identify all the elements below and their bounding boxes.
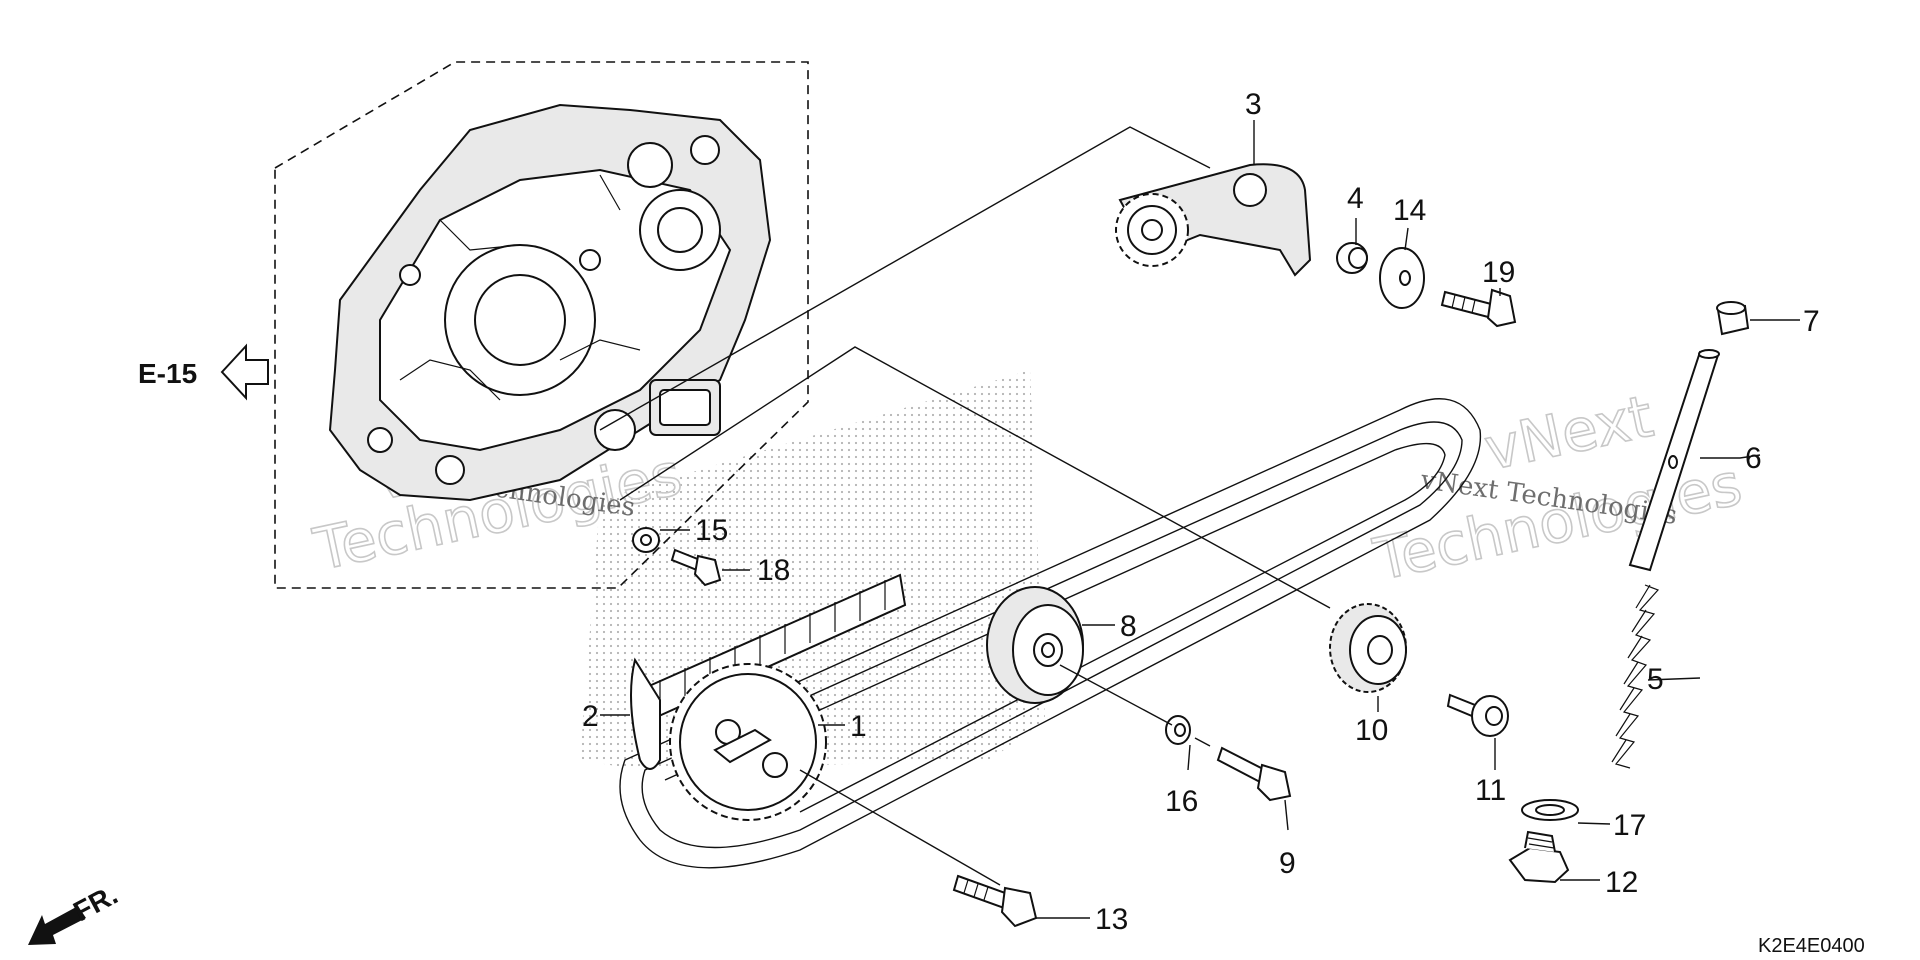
callout-11: 11	[1475, 774, 1506, 807]
washer-15	[632, 527, 660, 553]
callout-19: 19	[1482, 256, 1515, 289]
cap-7	[1716, 301, 1750, 336]
callout-1: 1	[850, 710, 867, 743]
callout-10: 10	[1355, 714, 1388, 747]
watermark-big-3: vNext	[1479, 382, 1659, 484]
washer-14	[1379, 247, 1425, 309]
front-direction-marker: FR.	[28, 879, 123, 945]
front-arrow-icon	[28, 906, 86, 945]
callout-3: 3	[1245, 88, 1262, 121]
bolt-11	[1446, 693, 1509, 737]
collar-16	[1165, 715, 1191, 745]
guide-roller	[986, 586, 1084, 704]
collar	[1336, 242, 1368, 274]
tensioner-arm	[1115, 163, 1312, 277]
callout-14: 14	[1393, 194, 1426, 227]
assembly-line-2	[619, 346, 1331, 609]
callout-9: 9	[1279, 847, 1296, 880]
bolt-18	[670, 548, 722, 587]
crankcase-cover	[328, 103, 772, 502]
leader-lines	[600, 120, 1800, 919]
pushrod-tube	[1628, 349, 1720, 572]
cam-sprocket	[669, 663, 827, 821]
callout-4: 4	[1347, 182, 1364, 215]
callout-17: 17	[1613, 809, 1646, 842]
callout-8: 8	[1120, 610, 1137, 643]
callout-16: 16	[1165, 785, 1198, 818]
callout-labels: 1 2 3 4 5 6 7 8 9 10 11 12 13 14 15 16 1…	[582, 88, 1820, 936]
callout-6: 6	[1745, 442, 1762, 475]
callout-12: 12	[1605, 866, 1638, 899]
bolt-13	[952, 874, 1038, 928]
callout-15: 15	[695, 514, 728, 547]
callout-2: 2	[582, 700, 599, 733]
bolt-9	[1216, 746, 1292, 802]
hollow-arrow-icon	[220, 343, 269, 401]
reference-arrow: E-15	[138, 343, 269, 401]
spring	[1611, 584, 1660, 769]
callout-7: 7	[1803, 305, 1820, 338]
cam-chain	[619, 398, 1482, 869]
tensioner-roller	[1329, 603, 1407, 693]
callout-5: 5	[1647, 663, 1664, 696]
bolt-12	[1508, 830, 1570, 884]
callout-13: 13	[1095, 903, 1128, 936]
callout-18: 18	[757, 554, 790, 587]
washer-17	[1521, 799, 1579, 821]
dashed-group-box	[274, 61, 809, 589]
reference-label: E-15	[138, 358, 197, 389]
diagram-code: K2E4E0400	[1758, 935, 1865, 957]
bolt-19	[1440, 288, 1517, 328]
assembly-line-1	[599, 126, 1211, 431]
